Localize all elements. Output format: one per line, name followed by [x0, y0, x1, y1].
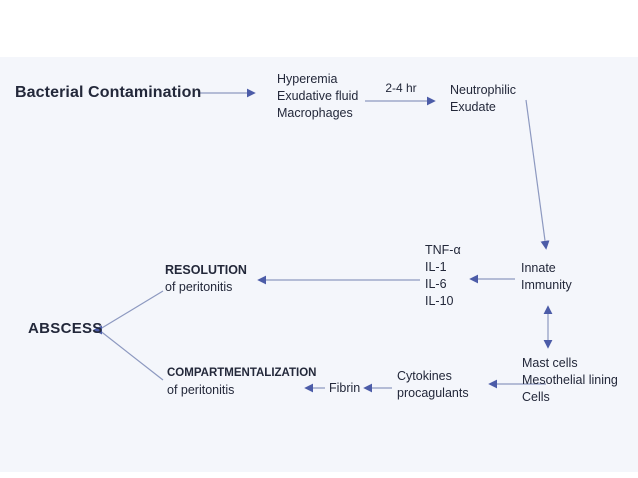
node-compartmentalization: COMPARTMENTALIZATION of peritonitis [167, 365, 316, 399]
node-resolution-line1: RESOLUTION [165, 263, 247, 277]
node-early-response-line2: Exudative fluid [277, 89, 359, 103]
node-neutrophilic-exudate-line1: Neutrophilic [450, 83, 517, 97]
node-resolution-line2: of peritonitis [165, 280, 233, 294]
node-cytokines-procoagulants-line2: procagulants [397, 386, 469, 400]
node-cytokines-line2: IL-1 [425, 260, 447, 274]
node-compartmentalization-line2: of peritonitis [167, 383, 235, 397]
node-cytokines-line3: IL-6 [425, 277, 447, 291]
node-mast-cells-line1: Mast cells [522, 356, 578, 370]
node-cytokines-procoagulants: Cytokines procagulants [397, 368, 469, 402]
node-cytokines-procoagulants-line1: Cytokines [397, 369, 452, 383]
node-mast-cells-line3: Cells [522, 390, 550, 404]
node-resolution: RESOLUTION of peritonitis [165, 262, 247, 296]
node-innate-immunity: Innate Immunity [521, 260, 572, 294]
node-early-response: Hyperemia Exudative fluid Macrophages [277, 71, 358, 122]
node-cytokines-line1: TNF-α [425, 243, 461, 257]
node-neutrophilic-exudate-line2: Exudate [450, 100, 496, 114]
edge-label-time: 2-4 hr [385, 81, 417, 95]
node-early-response-line3: Macrophages [277, 106, 353, 120]
node-fibrin: Fibrin [329, 381, 361, 395]
node-mast-cells-line2: Mesothelial lining [522, 373, 618, 387]
node-bacterial-contamination: Bacterial Contamination [15, 84, 202, 101]
node-compartmentalization-line1: COMPARTMENTALIZATION [167, 367, 317, 379]
node-innate-immunity-line2: Immunity [521, 278, 572, 292]
node-cytokines: TNF-α IL-1 IL-6 IL-10 [425, 242, 461, 310]
node-neutrophilic-exudate: Neutrophilic Exudate [450, 82, 516, 116]
node-innate-immunity-line1: Innate [521, 261, 556, 275]
node-mast-cells: Mast cells Mesothelial lining Cells [522, 355, 618, 406]
node-abscess: ABSCESS [28, 320, 103, 337]
node-cytokines-line4: IL-10 [425, 294, 454, 308]
node-early-response-line1: Hyperemia [277, 72, 338, 86]
